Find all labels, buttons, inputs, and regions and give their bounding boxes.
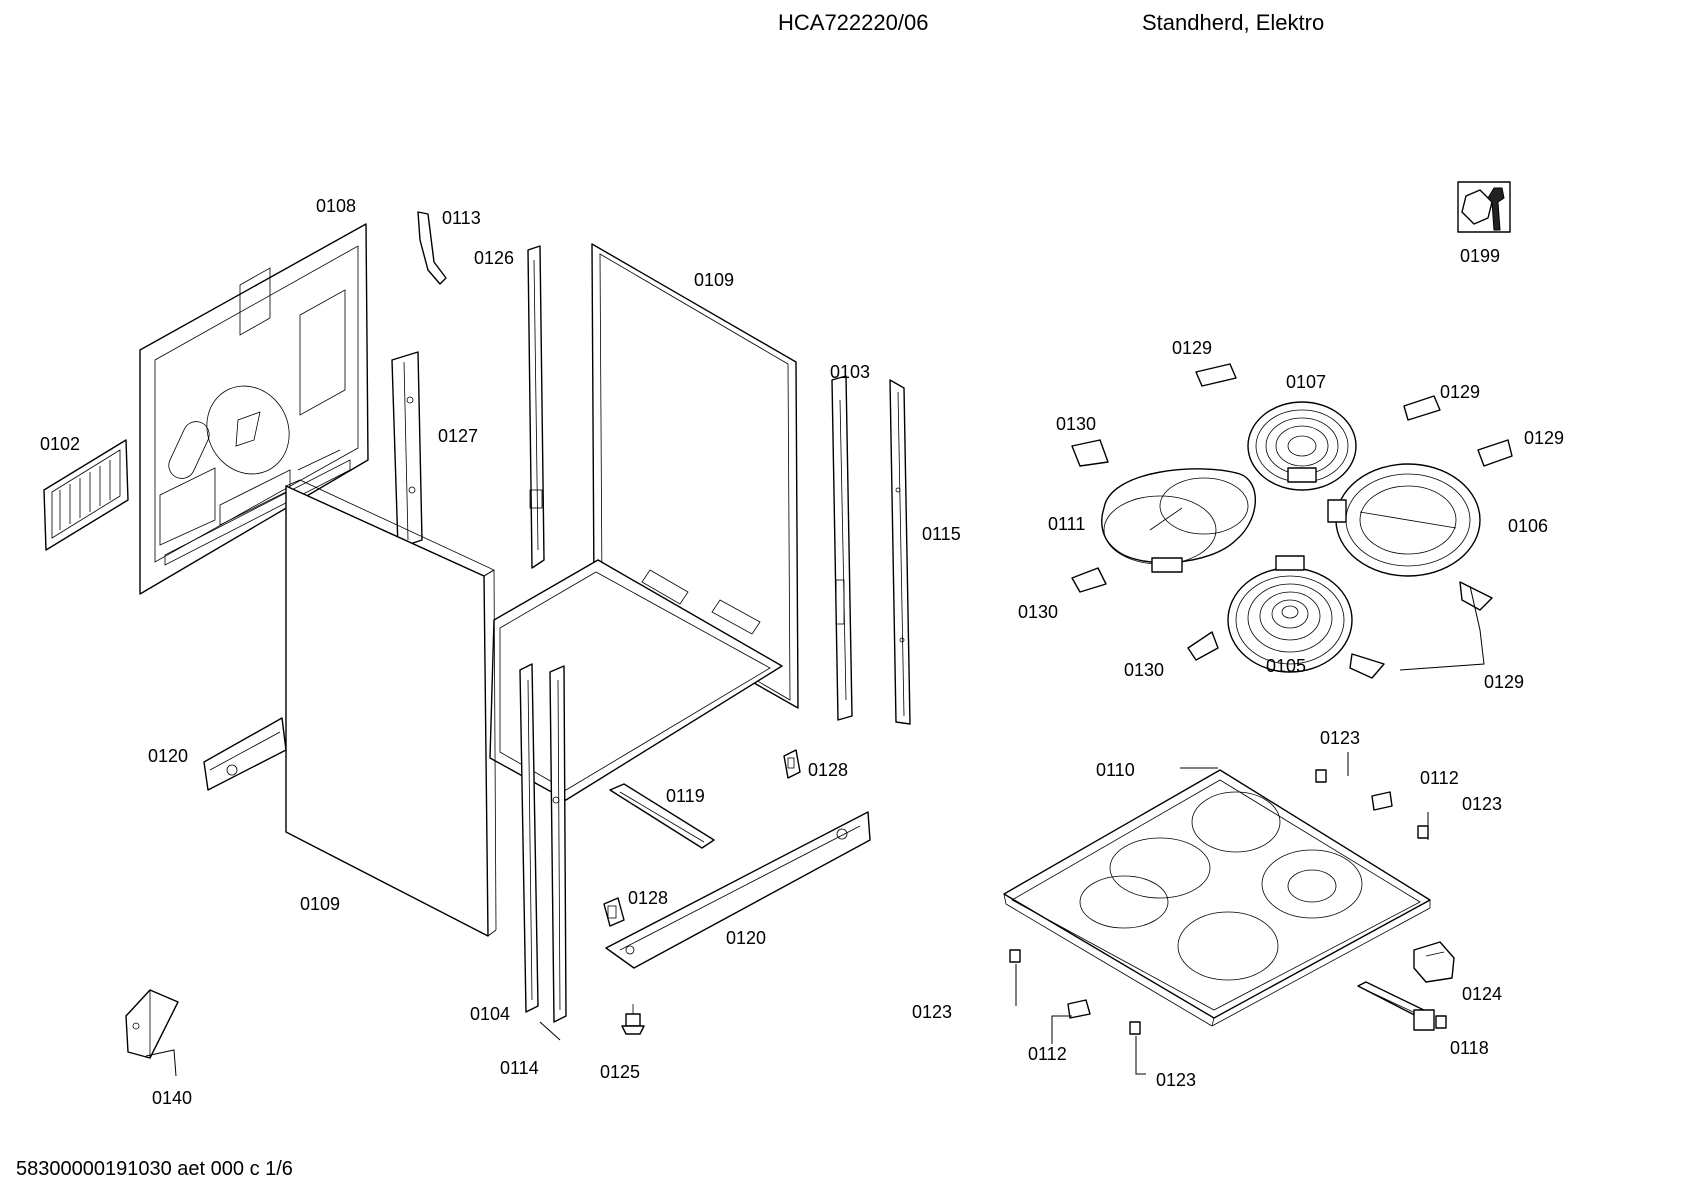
- clip-part-0129-bottom-b: [1349, 653, 1385, 679]
- document-code: 58300000191030 aet 000 c 1/6: [16, 1158, 293, 1180]
- label-0123-right: 0123: [1462, 794, 1502, 814]
- heating-element-part-0107: [1247, 401, 1357, 491]
- clip-part-0129-mid: [1403, 395, 1441, 421]
- heating-element-part-0106: [1327, 463, 1481, 577]
- label-0123-left: 0123: [912, 1002, 952, 1022]
- clip-part-0128-bottom: [603, 897, 625, 927]
- label-0123-bottom: 0123: [1156, 1070, 1196, 1090]
- pillar-part-0114: [549, 665, 567, 1023]
- clip-part-0112-top: [1371, 791, 1393, 811]
- leader-lines: [145, 585, 1485, 1077]
- label-0126: 0126: [474, 248, 514, 268]
- foot-rail-part-0120-right: [605, 811, 871, 969]
- heating-element-part-0111: [1101, 468, 1256, 573]
- appliance-description: Standherd, Elektro: [1142, 10, 1325, 35]
- clip-part-0123-right: [1417, 825, 1429, 839]
- label-0107: 0107: [1286, 372, 1326, 392]
- label-0125: 0125: [600, 1062, 640, 1082]
- clip-part-0130-top: [1071, 439, 1109, 467]
- back-panel-part-0108: [139, 223, 369, 595]
- label-0115: 0115: [922, 524, 961, 544]
- model-number: HCA722220/06: [778, 10, 929, 35]
- clip-part-0129-right: [1477, 439, 1513, 467]
- label-0112-top: 0112: [1420, 768, 1459, 788]
- label-0140: 0140: [152, 1088, 192, 1108]
- foot-rail-part-0120-left: [203, 717, 287, 791]
- label-0199: 0199: [1460, 246, 1500, 266]
- label-0127: 0127: [438, 426, 478, 446]
- label-0123-top: 0123: [1320, 728, 1360, 748]
- label-0113: 0113: [442, 208, 481, 228]
- label-0120-left: 0120: [148, 746, 188, 766]
- clip-part-0123-bottom: [1129, 1021, 1141, 1035]
- rail-part-0126: [527, 245, 545, 569]
- rail-part-0127: [391, 351, 423, 549]
- label-0128-top: 0128: [808, 760, 848, 780]
- strip-part-0115: [889, 379, 911, 725]
- label-0129-mid: 0129: [1440, 382, 1480, 402]
- label-0118: 0118: [1450, 1038, 1489, 1058]
- label-0129-bottom: 0129: [1484, 672, 1524, 692]
- cable-part-0118: [1357, 981, 1447, 1031]
- label-0114: 0114: [500, 1058, 539, 1078]
- clip-part-0129-bottom-a: [1459, 581, 1493, 611]
- heating-element-part-0105: [1227, 555, 1353, 673]
- side-panel-part-0109-front: [285, 479, 497, 937]
- anti-tip-bracket-part-0140: [125, 989, 179, 1059]
- label-0103: 0103: [830, 362, 870, 382]
- label-0105: 0105: [1266, 656, 1306, 676]
- label-0130-top: 0130: [1056, 414, 1096, 434]
- label-0109-top: 0109: [694, 270, 734, 290]
- ceramic-hob-part-0110: [1003, 769, 1431, 1027]
- pillar-part-0104: [519, 663, 539, 1013]
- label-0128-bottom: 0128: [628, 888, 668, 908]
- label-0109-bottom: 0109: [300, 894, 340, 914]
- connector-part-0124: [1413, 941, 1455, 983]
- label-0111: 0111: [1048, 514, 1085, 534]
- label-0119: 0119: [666, 786, 705, 806]
- label-0129-right: 0129: [1524, 428, 1564, 448]
- nut-wrench-icon: [1457, 181, 1511, 233]
- label-0130-bottom: 0130: [1124, 660, 1164, 680]
- label-0130-mid: 0130: [1018, 602, 1058, 622]
- part-number-labels: 0108 0113 0126 0109 0102 0127 0103 0115 …: [40, 196, 1564, 1108]
- label-0106: 0106: [1508, 516, 1548, 536]
- clip-part-0130-bottom: [1187, 631, 1219, 661]
- label-0110: 0110: [1096, 760, 1135, 780]
- clip-part-0123-left: [1009, 949, 1021, 963]
- clip-part-0123-top: [1315, 769, 1327, 783]
- strip-part-0103: [831, 375, 853, 721]
- label-0124: 0124: [1462, 984, 1502, 1004]
- label-0112-bottom: 0112: [1028, 1044, 1067, 1064]
- label-0129-top: 0129: [1172, 338, 1212, 358]
- clip-part-0112-bottom: [1067, 999, 1091, 1019]
- clip-part-0129-top: [1195, 363, 1237, 387]
- label-0120-right: 0120: [726, 928, 766, 948]
- rail-part-0119: [609, 783, 715, 849]
- label-0104: 0104: [470, 1004, 510, 1024]
- vent-grille-part-0102: [43, 439, 129, 551]
- label-0102: 0102: [40, 434, 80, 454]
- clip-part-0130-mid: [1071, 567, 1107, 593]
- clip-part-0128-top: [783, 749, 801, 779]
- label-0108: 0108: [316, 196, 356, 216]
- foot-screw-part-0125: [621, 1004, 645, 1035]
- bracket-part-0113: [417, 211, 447, 285]
